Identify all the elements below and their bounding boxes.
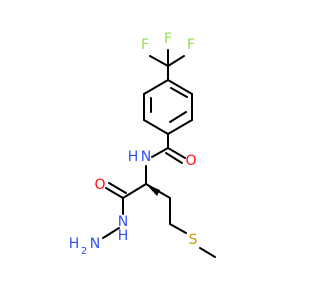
bond-amide-co-a: [167, 147, 186, 159]
atom-f-top: F: [164, 31, 172, 47]
atom-h2-label: H: [69, 236, 80, 252]
atom-h-n-hydrazide-1: H: [118, 228, 129, 244]
molecule-structure: F F F O N H O N H N H 2 S: [69, 31, 216, 258]
atom-s: S: [189, 232, 198, 248]
bond-amide-co-b: [165, 152, 183, 164]
bond-c-f3: [167, 55, 185, 67]
bond-ring-double-2: [169, 111, 187, 123]
bond-ring-6: [143, 79, 169, 95]
atom-o-amide: O: [185, 153, 196, 169]
bond-ring-3: [167, 119, 193, 135]
bond-n1-n2: [102, 227, 120, 239]
bond-hydrazide-co-b: [108, 182, 127, 194]
atom-labels: F F F O N H O N H N H 2 S: [69, 31, 198, 257]
bond-ch2-s: [169, 223, 187, 234]
atom-f-right: F: [187, 37, 195, 53]
atom-f-left: F: [141, 37, 149, 53]
atom-h2-subscript: 2: [81, 246, 87, 257]
bond-ring-double-1: [170, 87, 188, 98]
atom-n-hydrazide-2: N: [90, 236, 100, 252]
bonds: [102, 49, 216, 258]
atom-h-amide: H: [128, 149, 139, 165]
bond-hydrazide-co-a: [105, 187, 124, 199]
bond-ring-4: [143, 119, 169, 135]
stereo-wedge: [146, 184, 160, 196]
bond-c-f2: [149, 55, 169, 67]
bond-alpha-carbonyl: [122, 183, 147, 199]
bond-carbonyl-nh: [151, 147, 169, 158]
atom-n-amide: N: [141, 149, 151, 165]
bond-s-ch3: [199, 247, 216, 258]
bond-ring-1: [167, 79, 193, 95]
atom-o-hydrazide: O: [94, 177, 105, 193]
atom-n-hydrazide-1: N: [118, 214, 128, 230]
